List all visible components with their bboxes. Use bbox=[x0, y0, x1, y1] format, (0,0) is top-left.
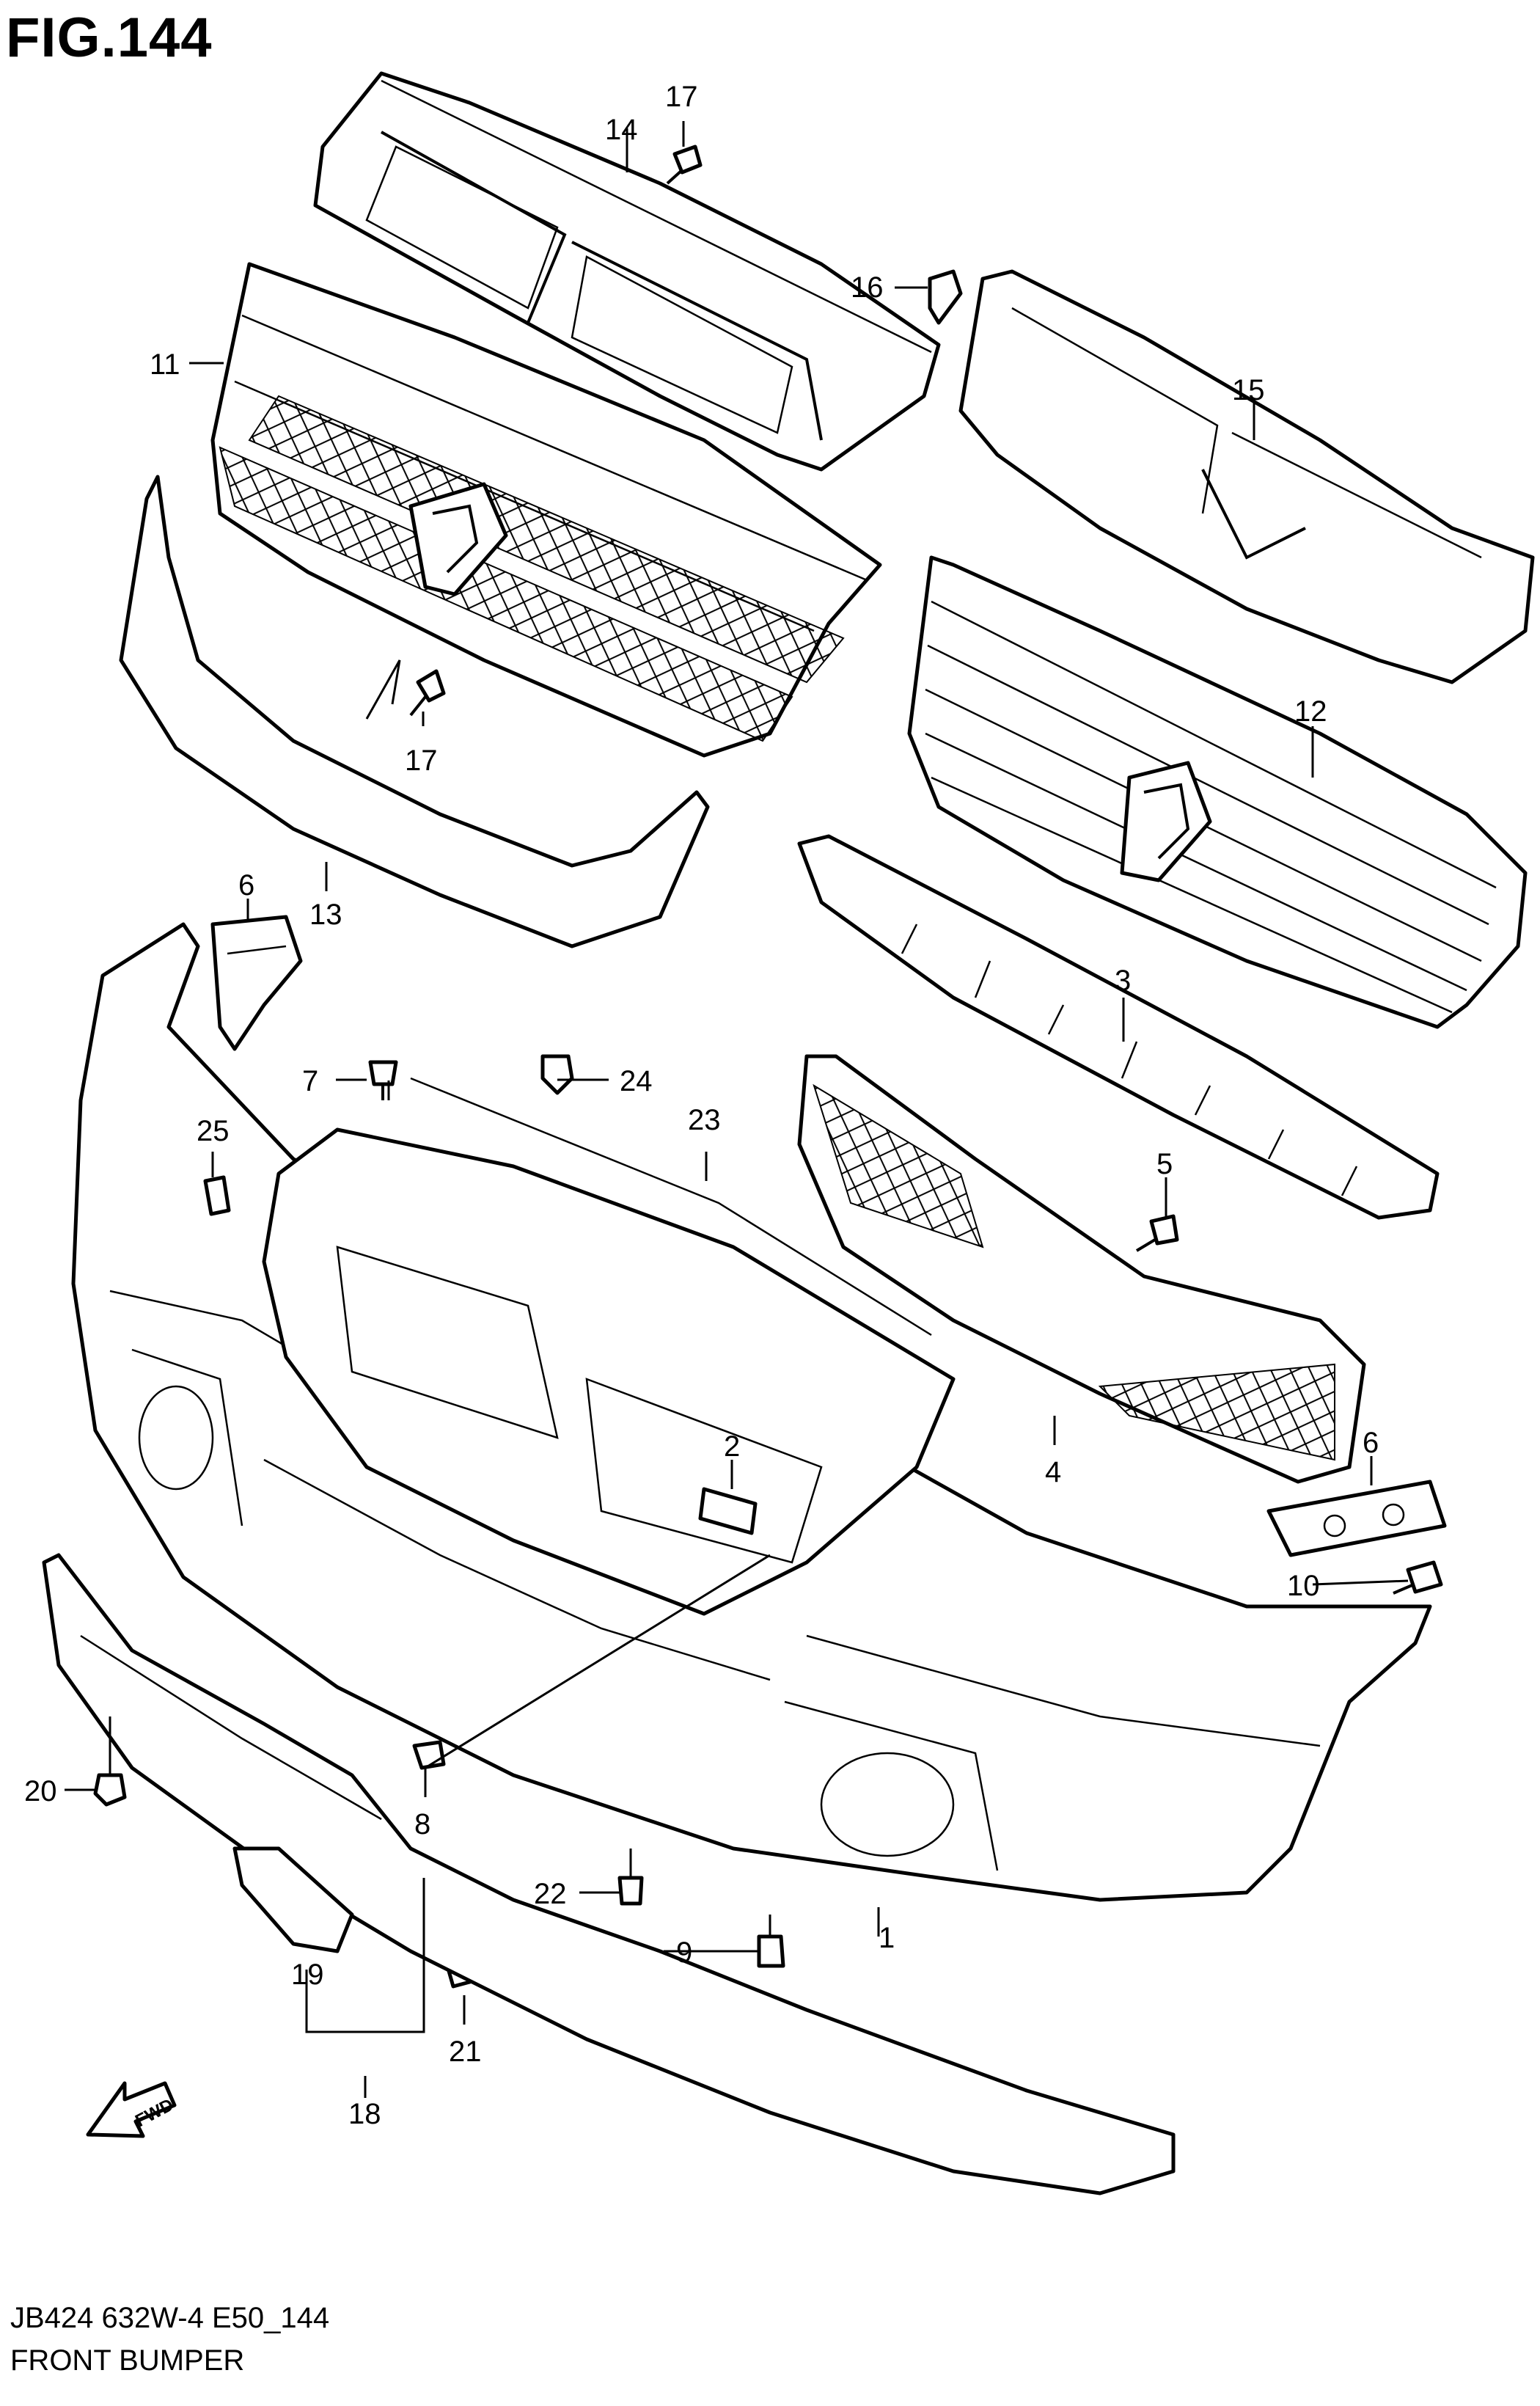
callout-5: 5 bbox=[1156, 1148, 1173, 1180]
callout-17-lower: 17 bbox=[405, 745, 438, 777]
part-3-absorber bbox=[797, 834, 1440, 1220]
figure-title: FIG.144 bbox=[6, 7, 213, 69]
callout-2: 2 bbox=[724, 1430, 740, 1463]
callout-13: 13 bbox=[309, 899, 342, 931]
part-19-cover bbox=[232, 1846, 354, 1953]
part-10-screw bbox=[1393, 1560, 1443, 1595]
callout-10: 10 bbox=[1287, 1570, 1320, 1602]
part-13-molding bbox=[119, 475, 710, 948]
part-17-screw-upper bbox=[666, 145, 703, 185]
part-4-lower-grille bbox=[797, 1054, 1366, 1484]
part-22-screw bbox=[617, 1876, 644, 1906]
callout-20: 20 bbox=[24, 1775, 57, 1807]
callout-25: 25 bbox=[197, 1115, 230, 1147]
part-7-clip bbox=[368, 1060, 398, 1100]
callout-19: 19 bbox=[291, 1959, 324, 1991]
callout-8: 8 bbox=[414, 1808, 430, 1840]
part-25-clip bbox=[203, 1175, 231, 1216]
part-24-clip bbox=[540, 1054, 574, 1095]
part-2-plate bbox=[698, 1487, 758, 1535]
part-23-support-plate bbox=[262, 1077, 956, 1616]
callout-12: 12 bbox=[1294, 695, 1327, 728]
part-12-grille-chrome bbox=[907, 555, 1528, 1029]
leader-lines bbox=[65, 121, 1409, 2098]
part-16-clip bbox=[928, 269, 963, 325]
callout-23: 23 bbox=[688, 1104, 721, 1136]
callout-18: 18 bbox=[348, 2098, 381, 2130]
callout-labels: 1 2 3 4 5 6 6 7 8 9 10 11 12 13 14 15 16… bbox=[24, 81, 1379, 2130]
figure-name: FRONT BUMPER bbox=[10, 2344, 245, 2377]
callout-6-right: 6 bbox=[1363, 1427, 1379, 1459]
part-20-clip bbox=[93, 1773, 127, 1807]
part-11-grille bbox=[210, 262, 882, 758]
callout-14: 14 bbox=[605, 114, 638, 146]
part-15-grille-support-right bbox=[958, 269, 1535, 684]
part-17-screw-lower bbox=[365, 659, 446, 720]
part-8-screw bbox=[412, 1740, 446, 1770]
callout-21: 21 bbox=[449, 2036, 482, 2068]
part-14-grille-support bbox=[313, 71, 941, 472]
callout-17-top: 17 bbox=[665, 81, 698, 113]
part-5-screw bbox=[1135, 1214, 1179, 1252]
part-6-bracket-right bbox=[1266, 1480, 1447, 1557]
callout-1: 1 bbox=[879, 1922, 895, 1954]
callout-16: 16 bbox=[851, 271, 884, 304]
callout-7: 7 bbox=[302, 1065, 318, 1097]
callout-6-left: 6 bbox=[238, 869, 254, 902]
callout-9: 9 bbox=[676, 1937, 692, 1969]
part-9-bolt bbox=[757, 1934, 785, 1968]
figure-code: JB424 632W-4 E50_144 bbox=[10, 2302, 330, 2334]
fwd-arrow bbox=[86, 2081, 177, 2138]
callout-4: 4 bbox=[1045, 1456, 1061, 1488]
callout-3: 3 bbox=[1115, 965, 1131, 997]
callout-22: 22 bbox=[534, 1878, 567, 1910]
callout-24: 24 bbox=[620, 1065, 653, 1097]
callout-11: 11 bbox=[150, 348, 180, 381]
callout-15: 15 bbox=[1232, 374, 1265, 406]
part-6-bracket-left bbox=[210, 915, 303, 1051]
